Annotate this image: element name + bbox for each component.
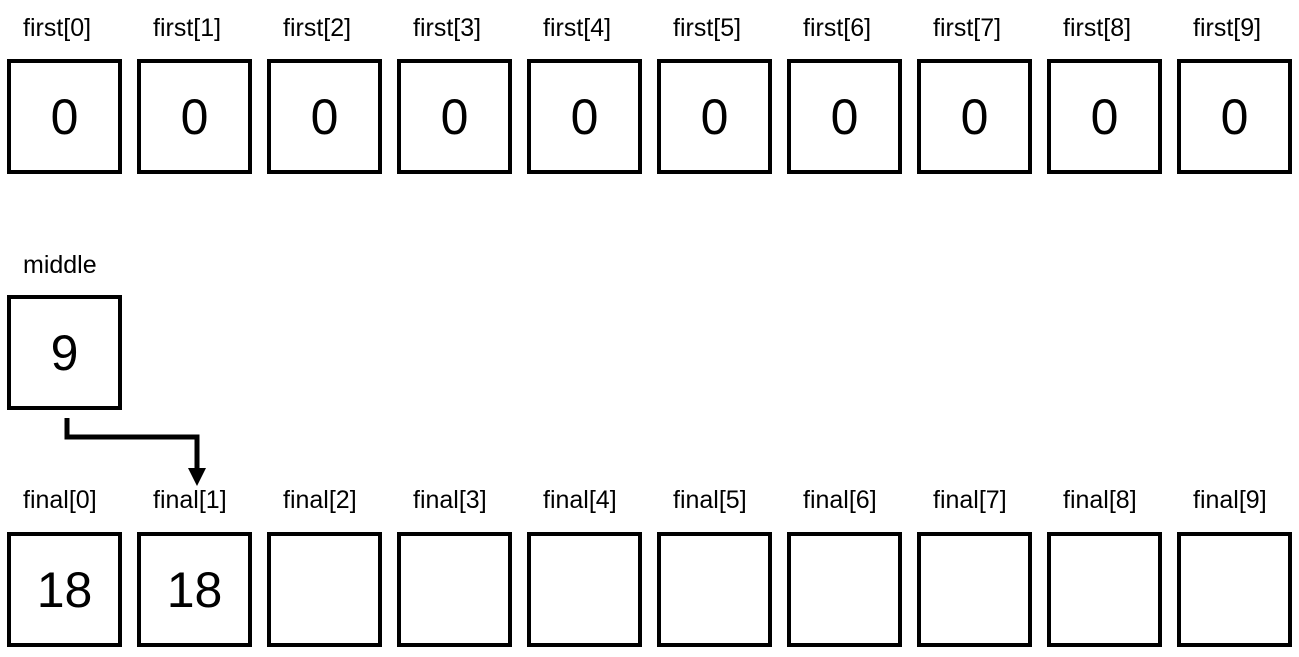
first-index-label: first[7] — [933, 14, 1002, 42]
first-index-label: first[2] — [283, 14, 352, 42]
final-index-label: final[5] — [673, 486, 747, 514]
middle-label: middle — [23, 251, 97, 279]
first-index-label: first[8] — [1063, 14, 1132, 42]
final-value-box: 18 — [137, 532, 252, 647]
middle-variable: middle 9 — [0, 250, 130, 420]
first-value-box: 0 — [7, 59, 122, 174]
first-index-label: first[6] — [803, 14, 872, 42]
final-index-label: final[1] — [153, 486, 227, 514]
first-index-label: first[4] — [543, 14, 612, 42]
first-index-label: first[5] — [673, 14, 742, 42]
final-index-label: final[2] — [283, 486, 357, 514]
middle-value-box: 9 — [7, 295, 122, 410]
final-value-box — [527, 532, 642, 647]
first-index-label: first[0] — [23, 14, 92, 42]
final-index-label: final[0] — [23, 486, 97, 514]
first-index-label: first[1] — [153, 14, 222, 42]
first-value-box: 0 — [917, 59, 1032, 174]
final-value-box — [267, 532, 382, 647]
final-value-box — [657, 532, 772, 647]
first-value-box: 0 — [657, 59, 772, 174]
first-value-box: 0 — [1177, 59, 1292, 174]
final-value-box — [1047, 532, 1162, 647]
final-value-box — [397, 532, 512, 647]
final-value-box — [787, 532, 902, 647]
arrowhead-icon — [188, 468, 206, 486]
final-index-label: final[9] — [1193, 486, 1267, 514]
first-value-box: 0 — [527, 59, 642, 174]
first-value-box: 0 — [787, 59, 902, 174]
final-index-label: final[3] — [413, 486, 487, 514]
final-index-label: final[4] — [543, 486, 617, 514]
first-value-box: 0 — [397, 59, 512, 174]
final-index-label: final[8] — [1063, 486, 1137, 514]
final-value-box — [917, 532, 1032, 647]
first-index-label: first[3] — [413, 14, 482, 42]
arrow-line — [64, 418, 200, 470]
final-value-box — [1177, 532, 1292, 647]
first-value-box: 0 — [1047, 59, 1162, 174]
final-index-label: final[7] — [933, 486, 1007, 514]
first-index-label: first[9] — [1193, 14, 1262, 42]
final-value-box: 18 — [7, 532, 122, 647]
first-value-box: 0 — [137, 59, 252, 174]
first-value-box: 0 — [267, 59, 382, 174]
final-index-label: final[6] — [803, 486, 877, 514]
